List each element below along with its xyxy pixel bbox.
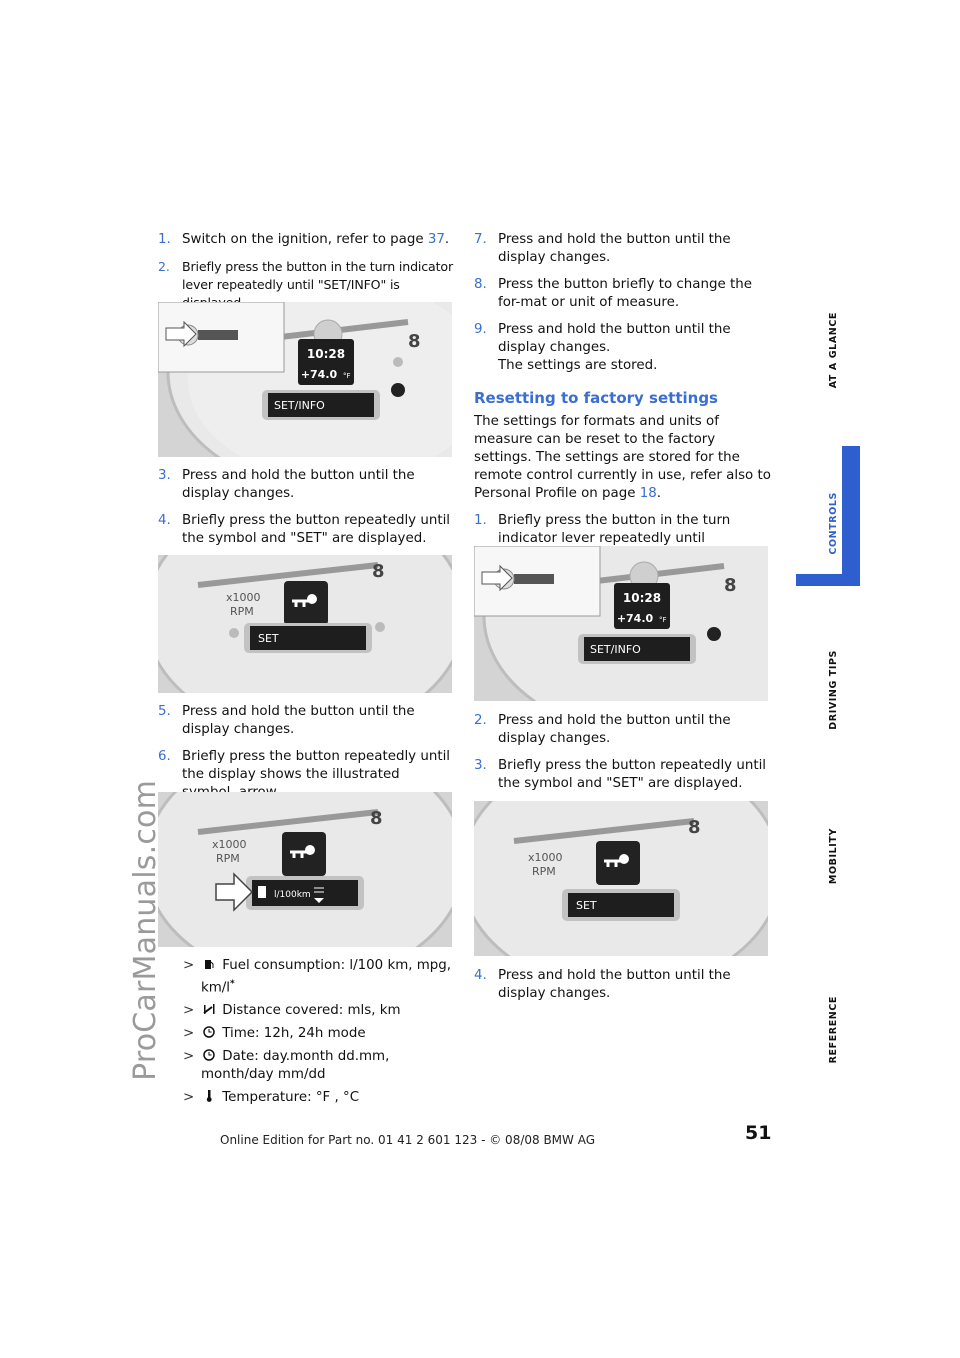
display-time: 10:28 <box>307 347 345 361</box>
svg-text:SET: SET <box>576 899 597 912</box>
tab-reference[interactable]: REFERENCE <box>828 996 839 1064</box>
svg-text:8: 8 <box>408 331 421 352</box>
left-column-b: 3. Press and hold the button until the d… <box>158 467 454 557</box>
active-tab-marker <box>842 446 860 586</box>
svg-text:RPM: RPM <box>216 852 240 865</box>
svg-text:x1000: x1000 <box>226 591 261 604</box>
option-fuel: > Fuel consumption: l/100 km, mpg, km/l* <box>183 958 452 996</box>
svg-text:8: 8 <box>724 575 737 596</box>
option-temperature: > Temperature: °F , °C <box>183 1090 360 1106</box>
display-setinfo-label: SET/INFO <box>274 399 325 412</box>
display-temp-unit: °F <box>343 372 351 380</box>
page-link-18[interactable]: 18 <box>639 486 657 501</box>
step-5: 5. Press and hold the button until the d… <box>158 704 415 737</box>
section-intro: The settings for formats and units of me… <box>474 414 771 501</box>
thermometer-icon <box>206 1090 212 1103</box>
display-temp: +74.0 <box>301 368 338 381</box>
svg-text:x1000: x1000 <box>212 838 247 851</box>
section-heading: Resetting to factory settings <box>474 389 718 407</box>
footer-edition: Online Edition for Part no. 01 41 2 601 … <box>220 1133 596 1147</box>
figure-set-display: x1000 RPM SET 8 <box>158 555 452 693</box>
svg-text:°F: °F <box>659 616 667 624</box>
display-set-label: SET <box>258 632 279 645</box>
right-column: 7. Press and hold the button until the d… <box>474 231 774 575</box>
page-link-37[interactable]: 37 <box>427 232 445 247</box>
reset-step-2: 2. Press and hold the button until the d… <box>474 713 731 746</box>
tab-mobility[interactable]: MOBILITY <box>828 828 839 885</box>
step-7: 7. Press and hold the button until the d… <box>474 232 731 265</box>
option-time: > Time: 12h, 24h mode <box>183 1026 366 1042</box>
step-4: 4. Briefly press the button repeatedly u… <box>158 513 451 546</box>
arrow-icon <box>215 872 254 912</box>
svg-text:SET/INFO: SET/INFO <box>590 643 641 656</box>
svg-text:+74.0: +74.0 <box>617 612 654 625</box>
svg-text:8: 8 <box>372 561 385 582</box>
option-date: > Date: day.month dd.mm, month/day mm/dd <box>183 1049 390 1083</box>
step-1: 1. Switch on the ignition, refer to page… <box>158 232 450 247</box>
option-distance: > Distance covered: mls, km <box>183 1003 401 1019</box>
figure-setinfo-display: 10:28 +74.0 °F SET/INFO 8 <box>158 302 452 457</box>
reset-step-4: 4. Press and hold the button until the d… <box>474 968 731 1001</box>
tab-driving-tips[interactable]: DRIVING TIPS <box>828 650 839 730</box>
figure-reset-setinfo-display: 10:28 +74.0 °F SET/INFO 8 <box>474 546 768 701</box>
tab-controls[interactable]: CONTROLS <box>828 492 839 555</box>
section-tabs: AT A GLANCE CONTROLS DRIVING TIPS MOBILI… <box>796 0 960 1358</box>
svg-text:RPM: RPM <box>230 605 254 618</box>
active-tab-marker-foot <box>796 574 858 586</box>
step-8: 8. Press the button briefly to change th… <box>474 277 752 310</box>
calendar-icon <box>203 1049 215 1062</box>
right-column-c: 4. Press and hold the button until the d… <box>474 967 774 1012</box>
tab-at-a-glance[interactable]: AT A GLANCE <box>828 312 839 389</box>
svg-text:8: 8 <box>370 808 383 829</box>
step-9: 9. Press and hold the button until the d… <box>474 322 731 373</box>
format-options-list: > Fuel consumption: l/100 km, mpg, km/l*… <box>183 957 453 1112</box>
figure-reset-set-display: x1000 RPM SET 8 <box>474 801 768 956</box>
svg-text:x1000: x1000 <box>528 851 563 864</box>
figure-fuel-unit-display: x1000 RPM l/100km 8 <box>158 792 452 947</box>
clock-icon <box>203 1026 215 1039</box>
svg-text:RPM: RPM <box>532 865 556 878</box>
step-3: 3. Press and hold the button until the d… <box>158 468 415 501</box>
page-number: 51 <box>745 1122 772 1144</box>
display-fuel-unit: l/100km <box>274 890 311 900</box>
reset-step-3: 3. Briefly press the button repeatedly u… <box>474 758 767 791</box>
fuel-pump-icon <box>205 960 214 969</box>
distance-icon <box>203 1004 215 1015</box>
right-column-b: 2. Press and hold the button until the d… <box>474 712 774 802</box>
svg-text:10:28: 10:28 <box>623 591 661 605</box>
svg-text:8: 8 <box>688 817 701 838</box>
